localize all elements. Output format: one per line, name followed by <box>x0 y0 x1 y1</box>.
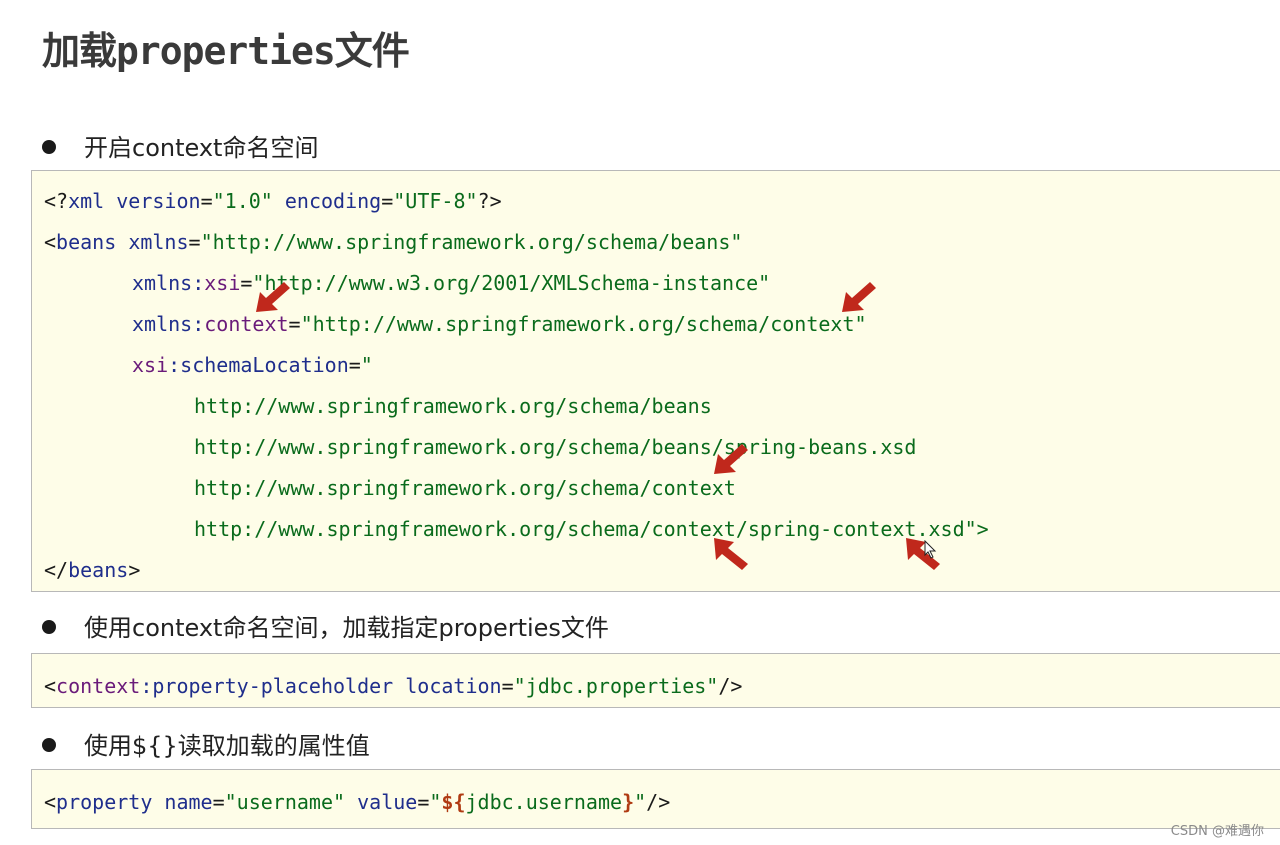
code-block-property-usage: <property name="username" value="${jdbc.… <box>31 769 1280 829</box>
code-line-xmlns-context: xmlns:context="http://www.springframewor… <box>132 312 867 336</box>
bullet-dot <box>42 738 56 752</box>
code-line-property-placeholder: <context:property-placeholder location="… <box>44 674 743 698</box>
red-arrow <box>714 444 748 474</box>
red-arrow <box>714 538 748 570</box>
red-arrow <box>842 282 876 312</box>
code-line-location-context-xsd: http://www.springframework.org/schema/co… <box>194 517 989 541</box>
code-line-location-beans: http://www.springframework.org/schema/be… <box>194 394 712 418</box>
mouse-cursor-icon <box>924 540 937 559</box>
code-line-location-beans-xsd: http://www.springframework.org/schema/be… <box>194 435 917 459</box>
bullet-text: 使用context命名空间，加载指定properties文件 <box>84 614 609 642</box>
page-title: 加载properties文件 <box>42 29 410 73</box>
code-line-xml-decl: <?xml version="1.0" encoding="UTF-8"?> <box>44 189 502 213</box>
bullet-dot <box>42 620 56 634</box>
code-block-property-placeholder: <context:property-placeholder location="… <box>31 653 1280 708</box>
bullet-read-values: 使用${}读取加载的属性值 <box>42 726 370 761</box>
bullet-dot <box>42 140 56 154</box>
red-arrow <box>256 282 290 312</box>
watermark: CSDN @难遇你 <box>1170 824 1264 839</box>
code-line-beans-open: <beans xmlns="http://www.springframework… <box>44 230 743 254</box>
code-line-property-usage: <property name="username" value="${jdbc.… <box>44 790 671 814</box>
bullet-load-properties: 使用context命名空间，加载指定properties文件 <box>42 608 609 643</box>
code-line-schema-location: xsi:schemaLocation=" <box>132 353 373 377</box>
code-line-location-context: http://www.springframework.org/schema/co… <box>194 476 736 500</box>
bullet-text: 开启context命名空间 <box>84 134 319 162</box>
code-block-beans-xml: <?xml version="1.0" encoding="UTF-8"?> <… <box>31 170 1280 592</box>
code-line-xmlns-xsi: xmlns:xsi="http://www.w3.org/2001/XMLSch… <box>132 271 771 295</box>
bullet-context-namespace: 开启context命名空间 <box>42 128 318 163</box>
bullet-text: 使用${}读取加载的属性值 <box>84 732 370 760</box>
code-line-beans-close: </beans> <box>44 558 141 582</box>
red-arrow <box>906 538 940 570</box>
